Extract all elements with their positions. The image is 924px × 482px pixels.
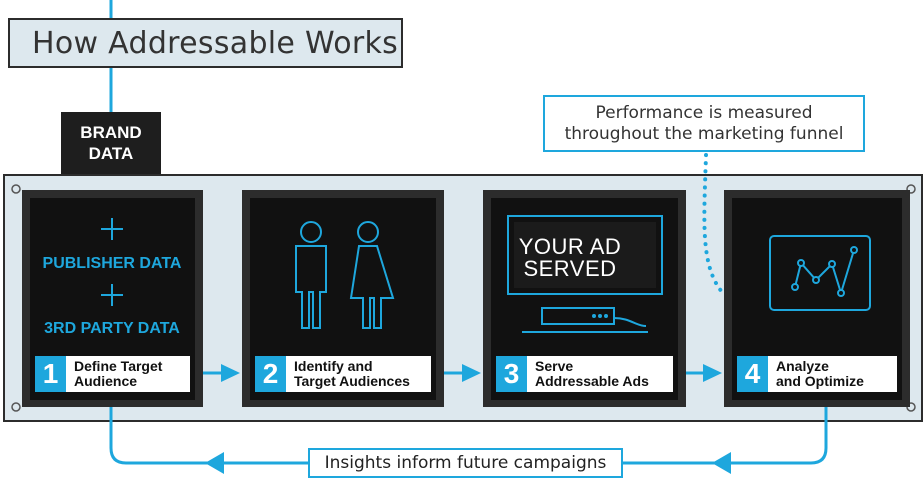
step-label-4: 4 Analyze and Optimize xyxy=(737,356,897,392)
step-text-line: Serve xyxy=(535,358,574,374)
publisher-data-label: PUBLISHER DATA xyxy=(42,255,182,272)
feedback-arrow-right xyxy=(712,452,731,474)
man-icon xyxy=(295,221,327,329)
brand-data-line: BRAND xyxy=(80,123,142,142)
step-label-1: 1 Define Target Audience xyxy=(35,356,190,392)
page-title: How Addressable Works xyxy=(8,18,403,68)
step-number: 1 xyxy=(35,356,66,392)
brand-data-line: DATA xyxy=(88,144,134,163)
ad-screen-text: YOUR AD SERVED xyxy=(510,236,630,280)
tv-screen-icon xyxy=(507,215,663,295)
ad-screen-line: YOUR AD xyxy=(518,234,622,259)
step-text-line: and Optimize xyxy=(776,373,864,389)
step-text: Identify and Target Audiences xyxy=(286,359,410,389)
feedback-arrow-left xyxy=(205,452,224,474)
step-arrows xyxy=(203,364,722,382)
callout-connector xyxy=(702,153,724,294)
callout-line: throughout the marketing funnel xyxy=(564,124,844,144)
plus-icon xyxy=(101,284,123,306)
step-text: Analyze and Optimize xyxy=(768,359,864,389)
step-text-line: Identify and xyxy=(294,358,373,374)
step-text-line: Define Target xyxy=(74,358,163,374)
performance-callout: Performance is measured throughout the m… xyxy=(543,95,865,152)
step-label-2: 2 Identify and Target Audiences xyxy=(255,356,431,392)
callout-line: Performance is measured xyxy=(595,103,813,123)
step-number: 2 xyxy=(255,356,286,392)
step-text-line: Analyze xyxy=(776,358,829,374)
ad-screen-line: SERVED xyxy=(523,256,617,281)
woman-icon xyxy=(349,221,395,329)
step-text: Serve Addressable Ads xyxy=(527,359,649,389)
plus-icon xyxy=(101,218,123,240)
brand-data-box: BRAND DATA xyxy=(61,112,161,174)
analytics-chart-icon xyxy=(769,235,871,311)
step-text: Define Target Audience xyxy=(66,359,162,389)
step-label-3: 3 Serve Addressable Ads xyxy=(496,356,673,392)
step-text-line: Target Audiences xyxy=(294,373,410,389)
step-number: 3 xyxy=(496,356,527,392)
step-number: 4 xyxy=(737,356,768,392)
set-top-box-icon xyxy=(522,307,648,333)
step-text-line: Audience xyxy=(74,373,138,389)
step-text-line: Addressable Ads xyxy=(535,373,649,389)
feedback-label: Insights inform future campaigns xyxy=(308,448,623,478)
panel-screws xyxy=(11,184,916,412)
third-party-data-label: 3RD PARTY DATA xyxy=(44,320,180,337)
